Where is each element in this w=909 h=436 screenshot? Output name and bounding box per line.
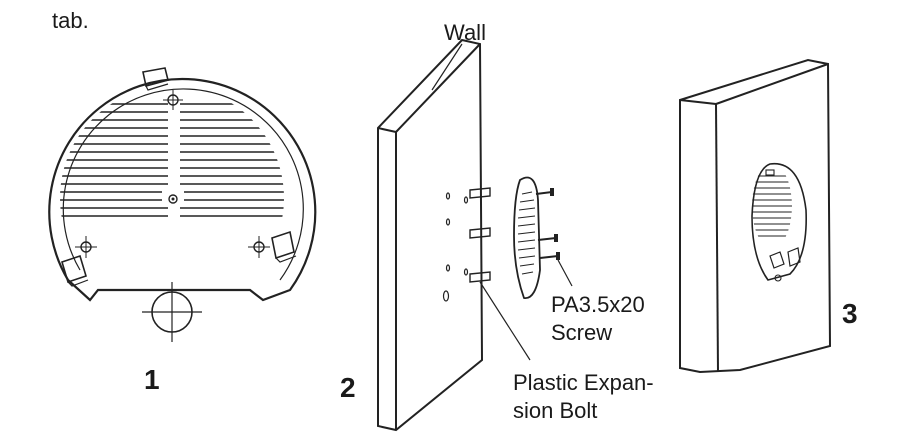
wall-mount-exploded-view-icon xyxy=(377,38,573,432)
step-number-1: 1 xyxy=(144,364,160,395)
bolt-label-line1: Plastic Expan- xyxy=(513,370,654,395)
screw-label-line1: PA3.5x20 xyxy=(551,292,645,317)
intro-text-fragment: tab. xyxy=(52,8,89,33)
bolt-label-line2: sion Bolt xyxy=(513,398,598,423)
access-point-back-view-icon xyxy=(48,67,317,342)
wall-label: Wall xyxy=(444,20,486,45)
step-number-2: 2 xyxy=(340,372,356,403)
step-number-3: 3 xyxy=(842,298,858,329)
screw-label-line2: Screw xyxy=(551,320,613,345)
mounted-access-point-icon xyxy=(679,58,832,374)
